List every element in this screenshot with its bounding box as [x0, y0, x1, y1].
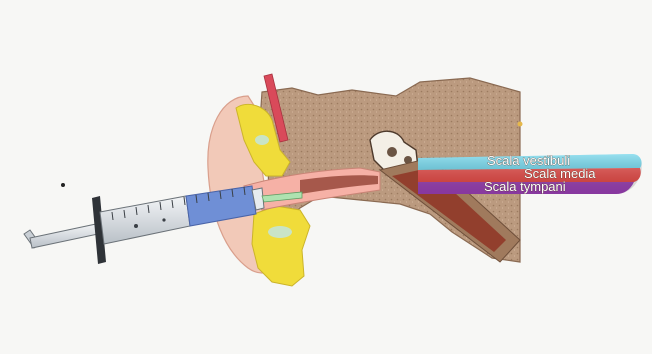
- scala-tympani-label: Scala tympani: [484, 179, 566, 194]
- cartilage-highlight-2: [255, 135, 269, 145]
- syringe-plunger-rod: [30, 224, 98, 248]
- cartilage-highlight: [268, 226, 292, 238]
- ossicle-joint: [387, 147, 397, 157]
- syringe-droplet: [134, 224, 138, 228]
- syringe-droplet-2: [162, 218, 165, 221]
- stray-dot-2: [518, 122, 523, 127]
- stray-dot: [61, 183, 65, 187]
- cartilage-lower: [252, 206, 310, 286]
- syringe-barrel: [100, 196, 190, 244]
